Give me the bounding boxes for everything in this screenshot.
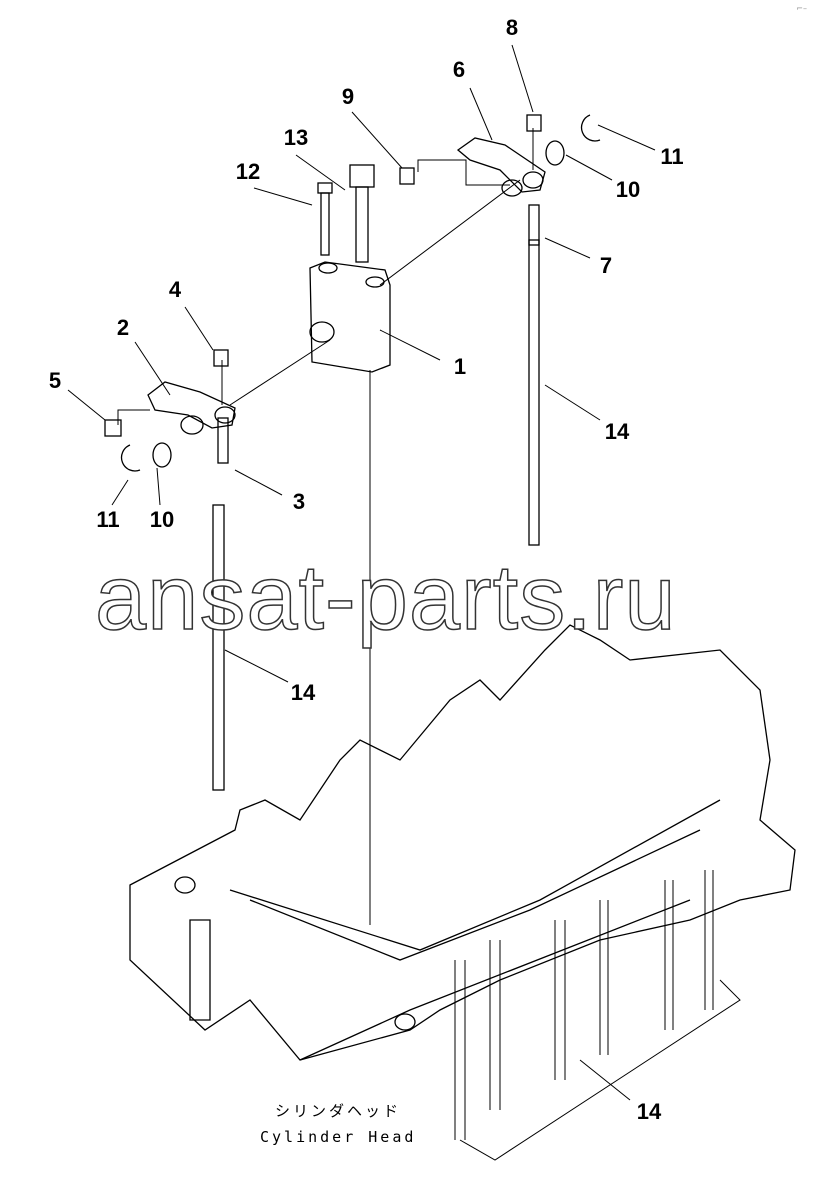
caption-japanese: シリンダヘッド: [275, 1102, 402, 1120]
washer-10-top: [545, 140, 565, 166]
callout-6: 6: [452, 57, 466, 82]
adjusting-screw-3: [217, 417, 229, 464]
push-rods-installed: [454, 870, 741, 1161]
adjusting-screw-7: [528, 204, 540, 246]
callout-14-bottom: 14: [636, 1099, 662, 1124]
callout-8: 8: [505, 15, 519, 40]
callout-7: 7: [599, 253, 613, 278]
bolt-12: [317, 182, 333, 256]
callout-11-top: 11: [660, 144, 684, 169]
corner-mark: ⌐–: [796, 4, 807, 13]
callout-10-top: 10: [615, 177, 641, 202]
callout-1: 1: [453, 354, 467, 379]
caption-english: Cylinder Head: [260, 1128, 417, 1146]
screw-9: [399, 167, 415, 185]
callout-4: 4: [168, 277, 182, 302]
push-rod-14-left: [212, 504, 225, 791]
nut-8: [526, 114, 542, 132]
watermark: ansat-parts.ru: [94, 547, 677, 649]
rocker-arm-2: [147, 381, 236, 435]
nut-4: [213, 349, 229, 367]
cylinder-head: [129, 624, 796, 1061]
rocker-arm-6: [456, 137, 546, 197]
callout-5: 5: [48, 368, 62, 393]
clip-11-top: [580, 114, 601, 142]
callout-3: 3: [292, 489, 306, 514]
callout-12: 12: [235, 159, 261, 184]
callout-14-right: 14: [604, 419, 630, 444]
rocker-support-1: [309, 261, 391, 373]
screw-5: [104, 419, 122, 437]
washer-10-left: [152, 442, 172, 468]
clip-11-left: [120, 444, 141, 472]
callout-10-left: 10: [149, 507, 175, 532]
callout-2: 2: [116, 315, 130, 340]
callout-13: 13: [283, 125, 309, 150]
bolt-13: [349, 164, 375, 263]
callout-11-left: 11: [96, 507, 120, 532]
push-rod-14-right: [528, 239, 540, 546]
callout-14-left: 14: [290, 680, 316, 705]
callout-9: 9: [341, 84, 355, 109]
